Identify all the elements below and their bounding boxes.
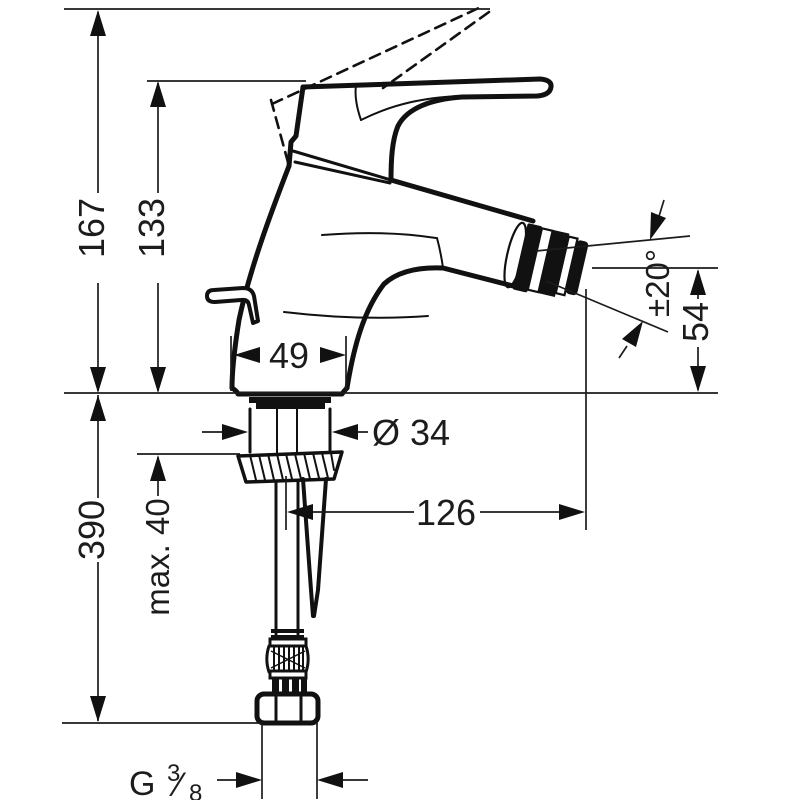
dim-total-height: 167 (71, 10, 112, 393)
braided-hose-connector (265, 637, 310, 694)
dim-label-167: 167 (71, 198, 112, 258)
dim-label-49: 49 (269, 335, 309, 376)
dim-label-133: 133 (131, 198, 172, 258)
dim-label-g-denominator: 8 (189, 780, 202, 800)
dim-label-g: G (129, 765, 155, 800)
dim-below-deck-height: 390 (71, 395, 112, 722)
dim-shank-diameter: Ø 34 (202, 412, 450, 453)
dim-label-126: 126 (416, 492, 476, 533)
handle-cap-left-edge (286, 84, 306, 169)
dim-spout-outlet-height: 54 (675, 269, 716, 392)
body-left-edge (229, 163, 292, 391)
hex-connection-nut (254, 691, 321, 726)
dim-label-54: 54 (675, 302, 716, 342)
handle-tick-line (354, 84, 362, 121)
handle-lever-outline (300, 76, 554, 183)
dim-label-d34: Ø 34 (372, 412, 450, 453)
swivel-leader-lower (618, 345, 628, 359)
under-deck-washer-bottom (256, 403, 325, 409)
dim-label-390: 390 (71, 500, 112, 560)
dim-spout-swivel-angle: ±20° (535, 199, 691, 359)
dim-label-max40: max. 40 (139, 498, 176, 615)
spout-top-edge (388, 177, 536, 224)
aerator-tip (503, 221, 589, 298)
swivel-lower-line (545, 280, 669, 333)
dim-handle-height: 133 (131, 81, 172, 393)
body-inner-arc (283, 311, 429, 319)
dimension-annotations: 167 133 390 max. 40 54 (62, 8, 718, 800)
dim-label-swivel: ±20° (639, 249, 676, 317)
body-right-edge-spout-underside (344, 265, 520, 391)
raised-handle-dashed-pivot (269, 98, 291, 168)
spout-shoulder-line (321, 232, 437, 239)
handle-cap-joint-upper (291, 149, 393, 182)
dim-spout-reach: 126 (287, 492, 585, 533)
raised-handle-dashed-front (381, 10, 491, 90)
dim-max-mounting-thickness: max. 40 (139, 455, 176, 616)
mounting-flange-nut (236, 450, 344, 484)
under-deck-washer-top (249, 397, 331, 403)
popup-rod-hook (205, 286, 260, 325)
dim-base-width: 49 (234, 335, 346, 376)
swivel-upper-line (535, 235, 691, 252)
spout-root-line (436, 237, 444, 269)
dim-label-g-numerator: 3 (167, 760, 180, 787)
handle-cap-joint-lower (293, 160, 392, 185)
faucet-drawing (205, 4, 589, 726)
angled-hose (301, 477, 328, 618)
hose-collar-upper (271, 629, 304, 633)
dim-supply-connection: G 3 ⁄ 8 (129, 760, 368, 800)
hose-collar-lower (271, 635, 304, 639)
handle-inner-curve (360, 95, 459, 121)
